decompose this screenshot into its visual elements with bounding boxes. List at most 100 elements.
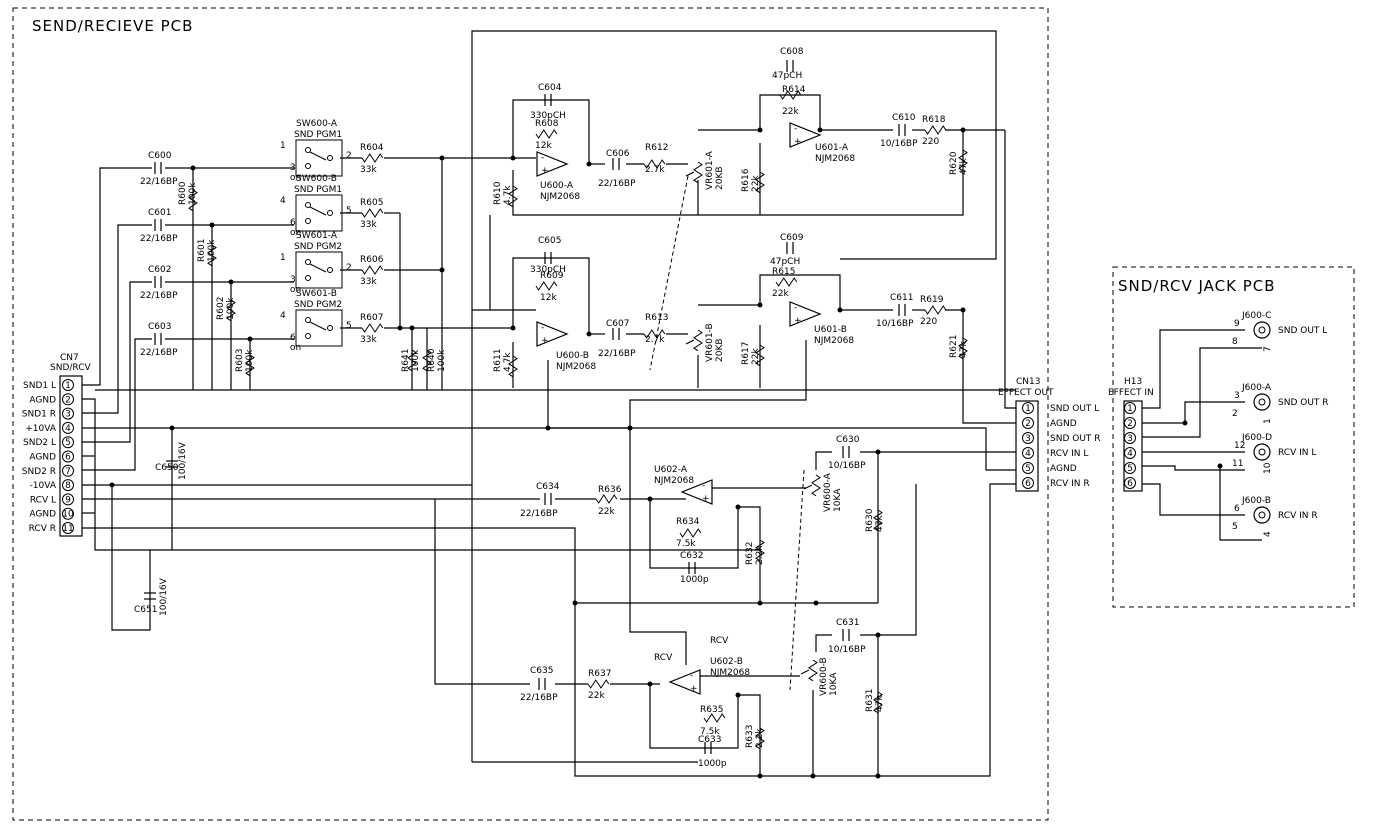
connector-pin	[62, 436, 74, 449]
resistor-value: 33k	[360, 220, 377, 230]
capacitor-c611: C611 10/16BP	[876, 293, 914, 329]
switch-pin: 5	[346, 321, 352, 331]
resistor-ref: R621	[949, 335, 959, 358]
cn7-name: SND/RCV	[50, 363, 91, 373]
cn7-ref: CN7	[60, 353, 79, 363]
resistor-ref: R614	[782, 85, 806, 95]
connector-pin	[1022, 447, 1034, 459]
pin-signal-label: RCV R	[29, 524, 56, 534]
resistor-value: 4.7k	[503, 352, 513, 372]
opamp-prefix: RCV	[710, 636, 729, 646]
capacitor-value: 22/16BP	[140, 177, 178, 187]
opamp-inverting-sign: -	[794, 303, 797, 313]
junction-dots	[109, 127, 1223, 779]
resistor-ref: R613	[645, 313, 668, 323]
resistor-value: 22k	[588, 691, 605, 701]
capacitor-value: 22/16BP	[520, 509, 558, 519]
jack-ref: J600-D	[1241, 433, 1272, 443]
opamp-part: NJM2068	[654, 476, 694, 486]
opamp-ref: U602-B	[710, 657, 743, 667]
opamp-part: NJM2068	[710, 668, 750, 678]
capacitor-value: 100/16V	[178, 441, 188, 480]
capacitor-ref: C603	[148, 322, 171, 332]
capacitor-ref: C611	[890, 293, 913, 303]
pin-signal-label: RCV L	[30, 495, 56, 505]
resistor-value: 33k	[360, 277, 377, 287]
opamp-inverting-sign: -	[702, 481, 705, 491]
capacitor-value: 100/16V	[159, 577, 169, 616]
capacitor-value: 1000p	[698, 759, 727, 769]
jack-pin: 7	[1263, 346, 1273, 352]
capacitor-ref: C633	[698, 735, 721, 745]
pin-signal-label: SND2 R	[22, 467, 56, 477]
switch-pin: 6	[290, 218, 296, 228]
opamp-part: NJM2068	[815, 154, 855, 164]
resistor-ref: R637	[588, 669, 611, 679]
resistor-value: 7.5k	[700, 727, 720, 737]
resistor-ref: R620	[949, 151, 959, 175]
connector-pin	[62, 379, 74, 391]
resistor-ref: R604	[360, 143, 384, 153]
capacitor-value: 22/16BP	[140, 291, 178, 301]
opamp-ref: U600-B	[556, 351, 589, 361]
pin-number: 2	[65, 395, 71, 405]
pin-signal-label: SND OUT R	[1050, 434, 1101, 444]
capacitor-ref: C650	[155, 463, 179, 473]
resistor-value: 4.7k	[503, 185, 513, 205]
resistor-ref: R610	[493, 181, 503, 205]
jack-pin: 4	[1263, 531, 1273, 537]
resistor-value: 100k	[411, 349, 421, 372]
switch-name: SND PGM2	[294, 242, 342, 252]
potentiometer-value: 10KA	[833, 488, 843, 512]
jack-label: SND OUT L	[1278, 326, 1327, 336]
capacitor-value: 10/16BP	[828, 645, 866, 655]
capacitor-ref: C608	[780, 47, 804, 57]
switch-ref: SW601-B	[296, 289, 337, 299]
resistor-ref: R608	[535, 119, 559, 129]
jack-pin: 2	[1232, 409, 1238, 419]
resistor-value: 47k	[959, 158, 969, 175]
resistor-ref: R617	[741, 342, 751, 365]
opamp-ref: U600-A	[540, 181, 574, 191]
resistor-ref: R636	[598, 485, 622, 495]
pin-signal-label: SND1 R	[22, 410, 56, 420]
h13-ref: H13	[1124, 377, 1142, 387]
capacitor-value: 10/16BP	[876, 319, 914, 329]
switch-on-label: on	[290, 285, 301, 295]
switch-pin: 2	[346, 263, 352, 273]
jack-ref: J600-C	[1241, 311, 1271, 321]
opamp-noninverting-sign: +	[690, 684, 698, 694]
switch-ref: SW600-A	[296, 119, 338, 129]
switch-name: SND PGM1	[294, 185, 342, 195]
connector-pin	[62, 464, 74, 477]
resistor-ref: R633	[745, 725, 755, 748]
potentiometer-value: 10KA	[829, 672, 839, 696]
potentiometer-ref: VR600-B	[819, 657, 829, 696]
capacitor-value: 10/16BP	[880, 139, 918, 149]
resistor-ref: R634	[676, 517, 700, 527]
jack-label: SND OUT R	[1278, 398, 1329, 408]
pin-signal-label: AGND	[29, 453, 56, 463]
connector-pin	[62, 421, 74, 434]
capacitor-ref: C634	[536, 482, 560, 492]
pin-number: 6	[65, 453, 71, 463]
resistor-value: 33k	[360, 165, 377, 175]
pin-signal-label: AGND	[29, 395, 56, 405]
